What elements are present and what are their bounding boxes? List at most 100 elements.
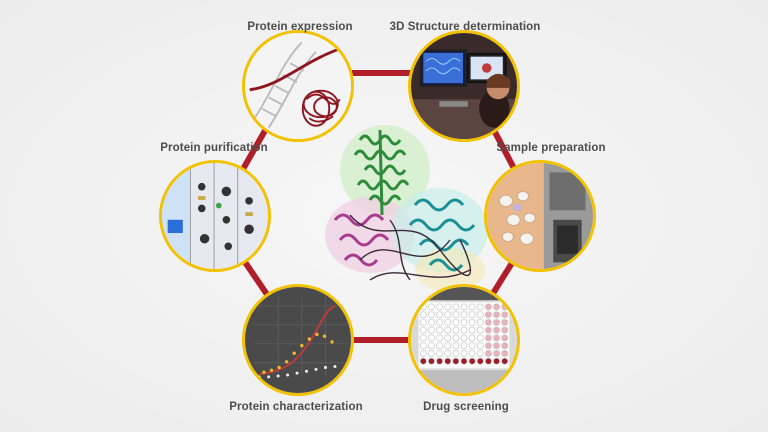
plate-well xyxy=(501,342,509,349)
plate-well xyxy=(428,326,435,334)
plate-well xyxy=(419,319,427,326)
plate-well xyxy=(493,311,500,318)
plate-well xyxy=(485,350,492,357)
dna-helix-icon xyxy=(245,33,351,139)
plate-well xyxy=(485,326,492,334)
plate-well xyxy=(452,357,460,365)
plate-well xyxy=(428,319,435,326)
label-protein-expression: Protein expression xyxy=(247,21,353,33)
crystal-tray-icon xyxy=(487,163,593,269)
plate-well xyxy=(460,319,468,326)
plate-well xyxy=(452,311,460,318)
plate-well xyxy=(436,319,443,326)
plate-well xyxy=(468,350,476,357)
label-protein-characterization: Protein characterization xyxy=(229,401,363,413)
plate-well xyxy=(428,342,435,349)
plate-well xyxy=(460,350,468,357)
plate-well xyxy=(485,357,492,365)
plate-well xyxy=(436,311,443,318)
node-protein-expression[interactable] xyxy=(242,30,354,142)
plate-well xyxy=(419,357,427,365)
plate-well xyxy=(460,311,468,318)
node-drug-screening[interactable] xyxy=(408,284,520,396)
plate-well xyxy=(428,311,435,318)
label-3d-structure-determination: 3D Structure determination xyxy=(389,21,541,33)
plate-well xyxy=(428,357,435,365)
plate-well xyxy=(468,357,476,365)
plate-well xyxy=(476,326,484,334)
plate-well xyxy=(419,350,427,357)
plate-well xyxy=(476,334,484,342)
plate-well xyxy=(501,334,509,342)
plate-well xyxy=(468,326,476,334)
plate-well xyxy=(485,342,492,349)
plate-well xyxy=(493,342,500,349)
plate-well xyxy=(468,311,476,318)
plate-well xyxy=(436,342,443,349)
plate-well xyxy=(493,303,500,311)
plate-well xyxy=(444,357,452,365)
plate-well xyxy=(493,357,500,365)
node-protein-purification[interactable] xyxy=(159,160,271,272)
plate-well xyxy=(476,303,484,311)
protein-structure-image xyxy=(325,125,488,292)
plate-well xyxy=(476,342,484,349)
plate-well xyxy=(444,319,452,326)
plate-well xyxy=(460,342,468,349)
plate-well xyxy=(436,350,443,357)
lab-equipment-icon xyxy=(162,163,268,269)
node-sample-preparation[interactable] xyxy=(484,160,596,272)
node-protein-characterization[interactable] xyxy=(242,284,354,396)
plate-well xyxy=(452,319,460,326)
label-drug-screening: Drug screening xyxy=(423,401,509,413)
plate-well xyxy=(501,326,509,334)
line-graph-icon xyxy=(245,287,351,393)
plate-well xyxy=(452,350,460,357)
plate-well xyxy=(444,334,452,342)
plate-well xyxy=(444,311,452,318)
plate-well xyxy=(493,319,500,326)
plate-well xyxy=(452,303,460,311)
plate-well xyxy=(428,334,435,342)
plate-well xyxy=(493,326,500,334)
plate-well xyxy=(444,342,452,349)
plate-well xyxy=(501,311,509,318)
plate-well xyxy=(419,326,427,334)
plate-well xyxy=(485,311,492,318)
plate-well xyxy=(493,350,500,357)
plate-well xyxy=(452,334,460,342)
plate-well xyxy=(436,303,443,311)
plate-well xyxy=(468,303,476,311)
plate-well xyxy=(476,311,484,318)
plate-well xyxy=(501,319,509,326)
plate-well xyxy=(460,326,468,334)
plate-well xyxy=(452,326,460,334)
label-protein-purification: Protein purification xyxy=(160,142,268,154)
plate-well xyxy=(419,334,427,342)
plate-well xyxy=(428,303,435,311)
plate-well xyxy=(468,319,476,326)
plate-well xyxy=(428,350,435,357)
plate-well xyxy=(460,303,468,311)
plate-well xyxy=(476,350,484,357)
plate-well xyxy=(419,303,427,311)
well-plate-icon xyxy=(411,287,517,393)
plate-well xyxy=(468,334,476,342)
plate-well xyxy=(501,357,509,365)
plate-well xyxy=(493,334,500,342)
plate-well xyxy=(436,357,443,365)
plate-well xyxy=(436,334,443,342)
plate-well xyxy=(460,357,468,365)
plate-well xyxy=(460,334,468,342)
label-sample-preparation: Sample preparation xyxy=(496,142,606,154)
plate-well xyxy=(468,342,476,349)
plate-well xyxy=(452,342,460,349)
plate-well xyxy=(444,326,452,334)
node-3d-structure-determination[interactable] xyxy=(408,30,520,142)
plate-well xyxy=(501,350,509,357)
plate-well xyxy=(476,357,484,365)
workstation-monitor-icon xyxy=(411,33,517,139)
plate-well xyxy=(485,334,492,342)
plate-well xyxy=(444,350,452,357)
